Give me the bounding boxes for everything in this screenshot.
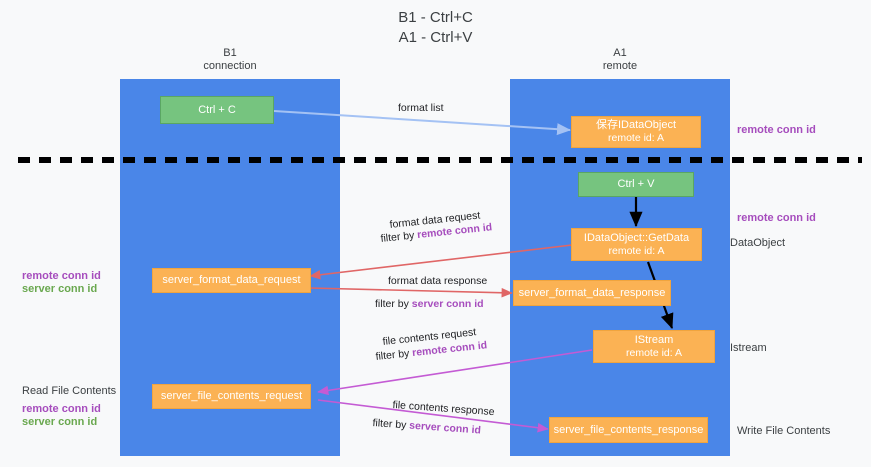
lane-header-b1-line2: connection bbox=[203, 60, 257, 72]
node-server-format-data-response[interactable]: server_format_data_response bbox=[513, 280, 671, 306]
title-line-2: A1 - Ctrl+V bbox=[398, 29, 473, 46]
label-left-remote-conn-id-bot: remote conn id bbox=[22, 403, 101, 415]
node-ctrl-v[interactable]: Ctrl + V bbox=[578, 172, 694, 197]
edge-format-data-response bbox=[309, 287, 513, 298]
node-getdata-label: IDataObject::GetData bbox=[583, 231, 690, 244]
node-server-format-data-response-label: server_format_data_response bbox=[518, 286, 666, 299]
label-left-remote-conn-id-mid: remote conn id bbox=[22, 270, 101, 282]
node-getdata-sub: remote id: A bbox=[608, 244, 665, 257]
node-istream[interactable]: IStream remote id: A bbox=[593, 330, 715, 363]
node-server-file-contents-request-label: server_file_contents_request bbox=[160, 390, 303, 402]
filter-prefix-4: filter by bbox=[372, 417, 410, 432]
node-server-file-contents-response-label: server_file_contents_response bbox=[553, 423, 704, 436]
label-remote-conn-id-top: remote conn id bbox=[737, 124, 816, 136]
node-istream-sub: remote id: A bbox=[625, 346, 683, 359]
node-save-idataobject[interactable]: 保存IDataObject remote id: A bbox=[571, 116, 701, 148]
label-remote-conn-id-mid: remote conn id bbox=[737, 212, 816, 224]
title-line-1: B1 - Ctrl+C bbox=[398, 9, 473, 26]
filter-prefix-2: filter by bbox=[375, 298, 412, 310]
node-ctrl-v-label: Ctrl + V bbox=[617, 178, 655, 190]
lane-header-a1-line1: A1 bbox=[613, 47, 627, 59]
label-istream: Istream bbox=[730, 342, 767, 354]
filter-value-4: server conn id bbox=[408, 419, 482, 437]
node-server-file-contents-request[interactable]: server_file_contents_request bbox=[152, 384, 311, 409]
edge-label-filter-by-server-conn-id-2: filter by server conn id bbox=[372, 417, 481, 438]
node-save-idataobject-sub: remote id: A bbox=[607, 132, 665, 144]
node-save-idataobject-label: 保存IDataObject bbox=[595, 119, 677, 131]
node-server-file-contents-response[interactable]: server_file_contents_response bbox=[549, 417, 708, 443]
filter-prefix-3: filter by bbox=[375, 347, 413, 363]
node-ctrl-c-label: Ctrl + C bbox=[198, 103, 236, 116]
label-read-file-contents: Read File Contents bbox=[22, 385, 117, 397]
edge-label-file-contents-response: file contents response bbox=[392, 399, 495, 419]
node-server-format-data-request-label: server_format_data_request bbox=[162, 274, 301, 286]
lane-header-a1: A1 remote bbox=[510, 47, 730, 73]
label-dataobject: DataObject bbox=[730, 237, 786, 249]
label-write-file-contents: Write File Contents bbox=[737, 425, 831, 437]
lane-header-a1-line2: remote bbox=[602, 60, 638, 72]
edge-label-format-list: format list bbox=[398, 102, 444, 114]
filter-prefix-1: filter by bbox=[380, 229, 418, 245]
lane-header-b1: B1 connection bbox=[120, 47, 340, 73]
edge-label-format-data-response: format data response bbox=[388, 275, 488, 287]
label-left-server-conn-id-mid: server conn id bbox=[22, 283, 98, 295]
node-getdata[interactable]: IDataObject::GetData remote id: A bbox=[571, 228, 702, 261]
edge-label-filter-by-server-conn-id-1: filter by server conn id bbox=[375, 298, 484, 311]
node-ctrl-c[interactable]: Ctrl + C bbox=[160, 96, 274, 124]
label-left-server-conn-id-bot: server conn id bbox=[22, 416, 98, 428]
lane-header-b1-line1: B1 bbox=[223, 47, 237, 59]
page-title: B1 - Ctrl+C A1 - Ctrl+V bbox=[0, 8, 871, 48]
filter-value-2: server conn id bbox=[411, 298, 484, 310]
node-istream-label: IStream bbox=[634, 333, 674, 346]
node-server-format-data-request[interactable]: server_format_data_request bbox=[152, 268, 311, 293]
